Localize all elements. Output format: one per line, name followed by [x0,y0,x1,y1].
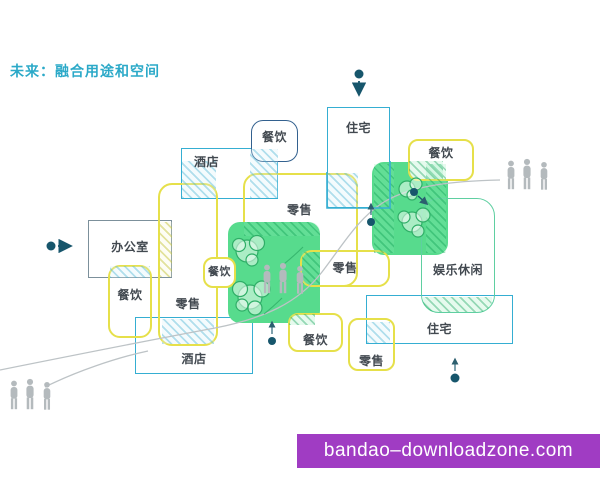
zone-label-residential-bottom: 住宅 [426,322,452,336]
flow-arrow-left-icon [46,238,73,254]
people-group-icon [508,159,548,190]
hatch-dining-topright-bottom [409,161,443,179]
zone-label-dining-top: 餐饮 [261,130,287,144]
zone-label-dining-top-right: 餐饮 [428,146,454,160]
zone-label-dining-left: 餐饮 [117,288,143,302]
zone-label-retail-bottom: 零售 [358,354,384,368]
zone-label-hotel-bottom: 酒店 [181,352,207,366]
zone-label-retail-left: 零售 [175,297,201,311]
watermark-banner: bandao–downloadzone.com [297,434,600,468]
hatch-park-right-left-band [374,164,394,253]
hatch-dining-bottom-corner [289,314,315,325]
people-group-icon [11,379,51,410]
hatch-residential-top [327,173,358,207]
hatch-retail-left-bottom [162,319,214,344]
hatch-entertainment-bottom [423,297,492,312]
flow-arrow-bottom-right-icon [450,357,460,383]
zone-label-office: 办公室 [111,240,149,254]
zone-label-dining-small: 餐饮 [208,266,231,278]
zone-label-retail-center: 零售 [332,261,358,275]
flow-arrow-park-center-icon [268,320,276,345]
zone-label-dining-bottom: 餐饮 [302,333,328,347]
zone-label-hotel-top: 酒店 [194,155,220,169]
zone-label-entertainment: 娱乐休闲 [432,263,483,277]
page-title: 未来：融合用途和空间 [10,63,160,79]
hatch-hotel-top-right [250,149,278,198]
zone-label-residential-top: 住宅 [345,121,371,135]
flow-arrow-top-icon [351,69,367,97]
hatch-dining-left-top [110,266,150,278]
zone-label-retail-mid: 零售 [287,203,313,217]
hatch-park-center-top [244,222,320,236]
